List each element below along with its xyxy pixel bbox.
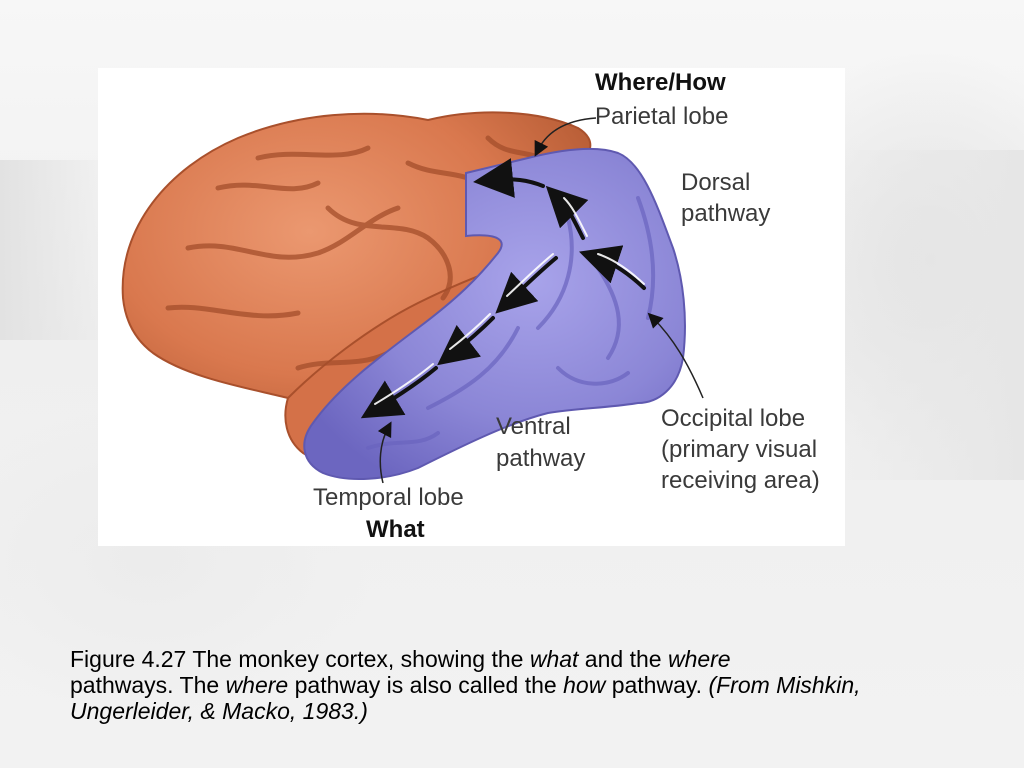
monkey-cortex-diagram (121, 111, 704, 484)
figure-panel: Where/How Parietal lobe Dorsal pathway O… (98, 68, 845, 546)
caption-part1: Figure 4.27 The monkey cortex, showing t… (70, 646, 530, 672)
parietal-lobe-label: Parietal lobe (595, 103, 729, 130)
temporal-lobe-label: Temporal lobe (313, 484, 464, 511)
occipital-lobe-label-line3: receiving area) (661, 467, 820, 494)
dorsal-pathway-label-line1: Dorsal (681, 169, 751, 196)
figure-caption: Figure 4.27 The monkey cortex, showing t… (70, 646, 970, 724)
caption-what: what (529, 646, 579, 672)
dorsal-pathway-highlight (563, 197, 645, 285)
caption-how: how (563, 672, 606, 698)
leader-lines (377, 117, 704, 484)
caption-part2: and the (578, 646, 668, 672)
ventral-pathway-label-line2: pathway (496, 445, 586, 472)
caption-citation: (From Mishkin, Ungerleider, & Macko, 198… (70, 672, 861, 724)
occipital-lobe-label-line2: (primary visual (661, 436, 818, 463)
ventral-pathway-arrows (360, 256, 558, 419)
ventral-pathway-highlight (374, 253, 554, 405)
dorsal-pathway-arrows (473, 158, 646, 290)
caption-part4: pathway is also called the (288, 672, 564, 698)
caption-part5: pathway. (605, 672, 709, 698)
occipital-lobe-label-line1: Occipital lobe (661, 405, 806, 432)
caption-where-2: where (225, 672, 289, 698)
ventral-pathway-label-line1: Ventral (496, 413, 571, 440)
what-label: What (366, 516, 425, 543)
caption-where: where (667, 646, 731, 672)
background-shade-right (824, 150, 1024, 480)
where-how-label: Where/How (595, 69, 726, 96)
dorsal-pathway-label-line2: pathway (681, 200, 771, 227)
caption-part3: pathways. The (70, 672, 226, 698)
